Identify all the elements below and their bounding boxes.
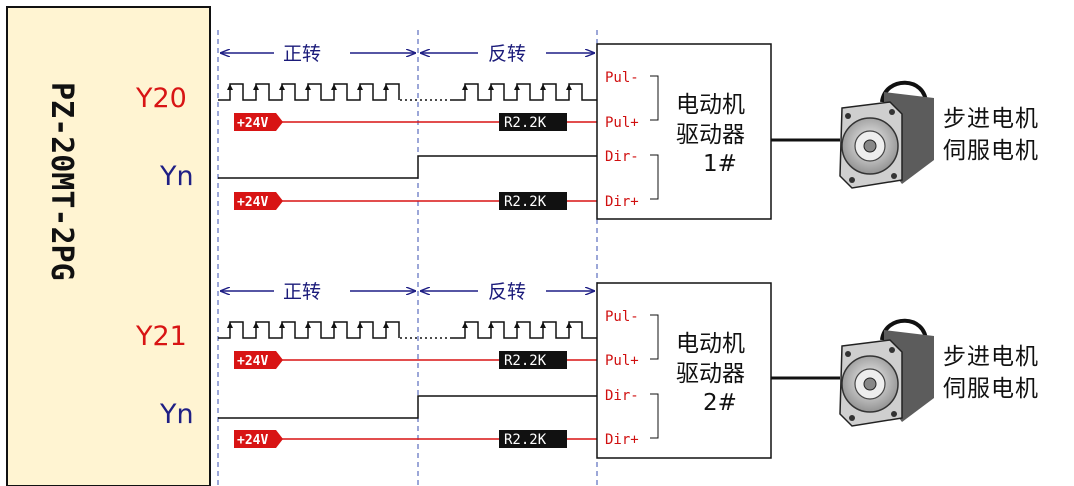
driver-box [596,43,772,220]
motor-picture [839,318,934,427]
driver-box [596,282,772,459]
supply-tag [234,430,283,448]
pulse-train-reverse [452,83,597,101]
resistor [499,351,567,369]
resistor [499,430,567,448]
direction-signal [218,155,597,179]
pin-pair-bracket [650,75,659,121]
driver-title: 电动机 [676,92,745,118]
pulse-output-label: Y21 [135,321,187,352]
pin-pul-minus: Pul- [605,309,639,325]
pin-pair-bracket [650,314,659,360]
reverse-label: 反转 [488,43,526,65]
rising-edge-arrows [227,84,572,90]
direction-output-label: Yn [159,399,194,430]
plc-block [6,6,211,486]
channel-1: 正转 反转 Y20 Yn +24V R2.2K +24V R2.2K [135,43,1039,220]
pin-pul-plus: Pul+ [605,353,639,369]
supply-tag-text: +24V [237,195,268,210]
supply-tag-text: +24V [237,354,268,369]
pulse-train-reverse [452,321,597,339]
pin-dir-minus: Dir- [605,149,639,165]
direction-output-label: Yn [159,161,194,192]
driver-number: 2# [703,390,737,416]
supply-tag [234,192,283,210]
resistor [499,113,567,131]
resistor-text: R2.2K [504,353,547,369]
pin-pair-bracket [650,154,659,200]
resistor-text: R2.2K [504,115,547,131]
motor-picture [839,80,934,189]
pin-pair-bracket [650,393,659,439]
pin-dir-minus: Dir- [605,388,639,404]
resistor-text: R2.2K [504,432,547,448]
direction-signal [218,395,597,419]
plc-model-label: PZ-20MT-2PG [44,82,79,281]
driver-number: 1# [703,151,737,177]
motor-type-stepper: 步进电机 [943,344,1039,370]
motor-type-stepper: 步进电机 [943,106,1039,132]
reverse-label: 反转 [488,281,526,303]
supply-tag [234,113,283,131]
pin-dir-plus: Dir+ [605,432,639,448]
driver-subtitle: 驱动器 [676,122,745,148]
pin-pul-plus: Pul+ [605,115,639,131]
driver-subtitle: 驱动器 [676,361,745,387]
resistor-text: R2.2K [504,194,547,210]
supply-tag-text: +24V [237,116,268,131]
motor-type-servo: 伺服电机 [943,376,1039,402]
rising-edge-arrows [227,322,572,328]
supply-tag-text: +24V [237,433,268,448]
driver-title: 电动机 [676,331,745,357]
pin-pul-minus: Pul- [605,70,639,86]
supply-tag [234,351,283,369]
resistor [499,192,567,210]
pulse-output-label: Y20 [135,83,187,114]
channel-2: 正转 反转 Y21 Yn +24V R2.2K +24V R2.2K Pul- … [135,281,1039,459]
pin-dir-plus: Dir+ [605,194,639,210]
forward-label: 正转 [283,43,321,65]
forward-label: 正转 [283,281,321,303]
motor-type-servo: 伺服电机 [943,138,1039,164]
